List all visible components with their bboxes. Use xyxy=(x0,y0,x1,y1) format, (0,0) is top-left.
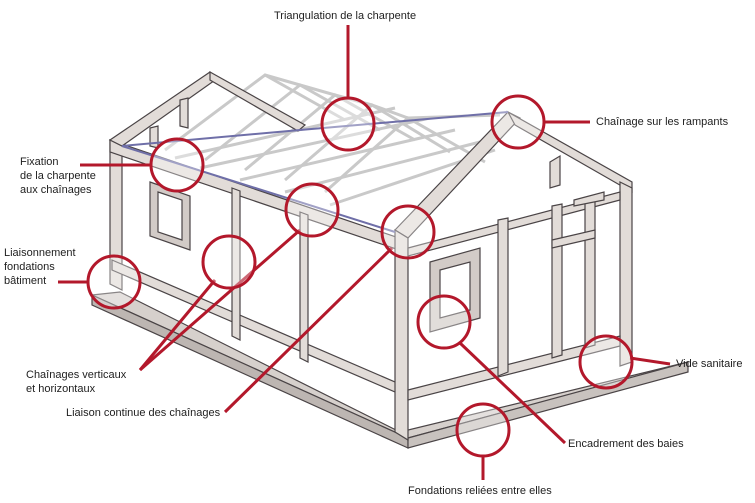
label-fixation-line2: de la charpente xyxy=(20,170,96,182)
left-gable-frame xyxy=(108,70,307,149)
callout-lines xyxy=(58,25,671,480)
callout-circle-liaison xyxy=(380,204,436,260)
label-fixation-line3: aux chaînages xyxy=(20,184,92,196)
callout-circle-rampants xyxy=(490,94,546,150)
label-liaisonnement-line1: Liaisonnement xyxy=(4,247,76,259)
label-triangulation: Triangulation de la charpente xyxy=(274,10,417,22)
label-chainages-vh: Chaînages verticaux et horizontaux xyxy=(26,368,126,396)
label-encadrement: Encadrement des baies xyxy=(568,438,684,450)
label-fixation-line1: Fixation xyxy=(20,156,59,168)
label-liaison-continue: Liaison continue des chaînages xyxy=(66,407,221,419)
front-gable-wall xyxy=(121,110,633,442)
callout-circle-encadrement xyxy=(416,294,472,350)
callout-circle-liaisonnement xyxy=(86,254,142,310)
label-chainages-vh-line1: Chaînages verticaux xyxy=(26,369,127,381)
callout-circle-fixation xyxy=(149,137,205,193)
callout-circle-triangulation xyxy=(320,96,376,152)
label-liaisonnement: Liaisonnement fondations bâtiment xyxy=(4,246,76,288)
label-chainages-vh-line2: et horizontaux xyxy=(26,383,96,395)
callout-circles xyxy=(86,94,634,458)
callout-circle-chainage-h xyxy=(284,182,340,238)
callout-circle-fondations xyxy=(455,402,511,458)
label-fixation: Fixation de la charpente aux chaînages xyxy=(20,155,96,197)
callout-circle-vide xyxy=(578,334,634,390)
label-fondations: Fondations reliées entre elles xyxy=(408,485,552,497)
label-liaisonnement-line3: bâtiment xyxy=(4,275,47,287)
callout-circle-chainage-v xyxy=(201,234,257,290)
label-chainage-rampants: Chaînage sur les rampants xyxy=(596,116,729,128)
label-vide-sanitaire: Vide sanitaire xyxy=(676,358,743,370)
label-liaisonnement-line2: fondations xyxy=(4,261,55,273)
